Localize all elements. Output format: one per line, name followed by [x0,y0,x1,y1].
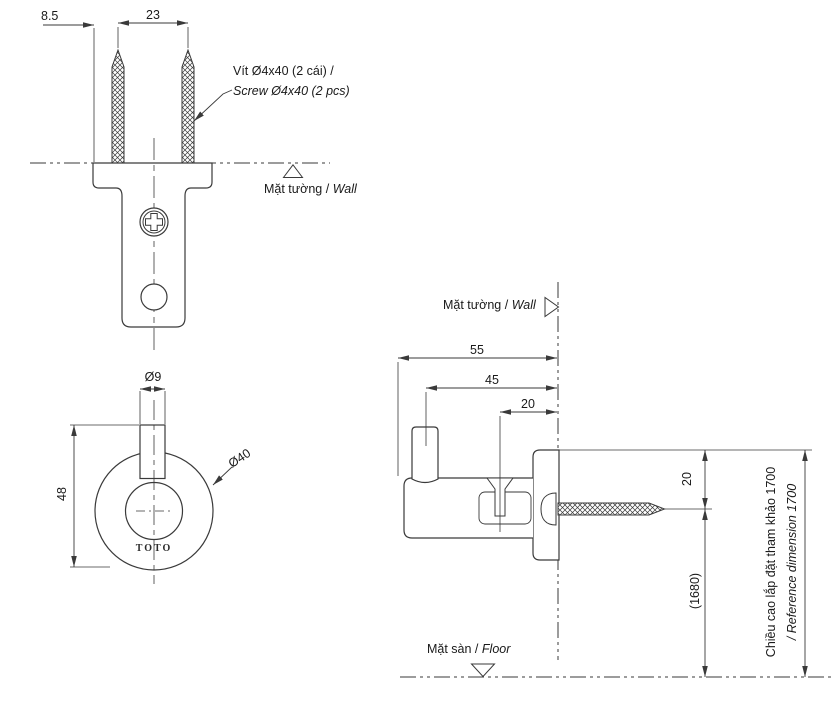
mounting-screw-left [111,48,125,166]
floor-label-vi: Mặt sàn / [427,642,479,656]
dim-o40-leader [212,466,233,486]
dim-stem-diameter-label: Ø9 [144,370,162,384]
dim-overall-height-label: 48 [55,487,70,501]
mounting-screw-right [181,48,195,166]
wall-datum-triangle-front [282,163,304,178]
wall-label-side-en: Wall [511,298,536,312]
dim-screw-offset-label: 8.5 [41,9,59,23]
pin-stem [139,424,166,480]
wall-label-front: Mặt tường / Wall [264,182,357,198]
floor-datum-triangle [470,663,496,678]
floor-label: Mặt sàn / Floor [427,642,510,658]
side-view [397,282,835,678]
wall-datum-triangle-side [544,296,560,318]
screw-note-line2: Screw Ø4x40 (2 pcs) [233,84,350,98]
ref-height-line1: Chiều cao lắp đặt tham khảo 1700 [764,466,779,658]
dim-depth-pin-label: 45 [485,373,499,387]
screw-note-leader [193,89,233,122]
dim-top-offset-label: 20 [680,472,695,486]
floor-label-en: Floor [481,642,511,656]
wall-screw-shaft [557,502,666,516]
hook-front-outline [92,162,213,328]
wall-label-side-vi: Mặt tường / [443,298,509,312]
front-view [30,20,330,350]
lower-hole [140,283,168,311]
hook-pin [411,426,439,484]
wall-screw-head [540,492,557,526]
wall-label-side: Mặt tường / Wall [443,298,536,314]
toto-logo: TOTO [135,542,173,554]
dim-depth-screw-label: 20 [521,397,535,411]
ref-height-line2: / Reference dimension 1700 [785,483,800,641]
screw-note-line1: Vít Ø4x40 (2 cái) / [233,64,334,78]
wall-label-front-vi: Mặt tường / [264,182,330,196]
dim-depth-total-label: 55 [470,343,484,357]
phillips-cross-icon [145,213,163,231]
dim-screw-spacing-label: 23 [146,8,160,22]
face-view [70,386,233,584]
dim-floor-to-hook-label: (1680) [688,572,703,610]
wall-label-front-en: Wall [332,182,357,196]
